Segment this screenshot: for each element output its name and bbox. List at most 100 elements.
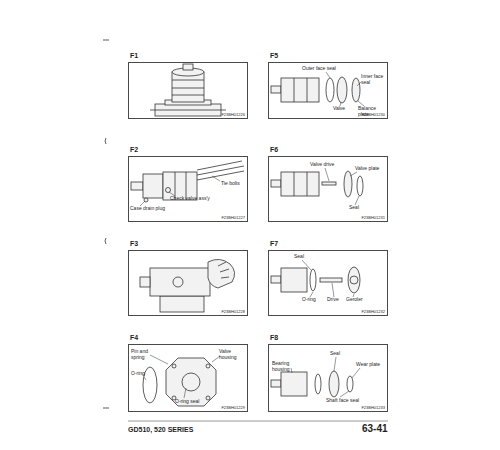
part-label: Outer face seal	[302, 66, 336, 72]
part-label: Seal	[294, 254, 304, 260]
part-label: Geroler	[346, 297, 363, 303]
motor-exploded	[281, 372, 307, 396]
leader-lines	[340, 391, 349, 397]
figure-number: F2	[130, 146, 138, 153]
margin-marks	[103, 40, 109, 41]
motor-by-hand	[218, 262, 229, 278]
motor-exploded	[329, 371, 339, 397]
motor-exploded	[271, 380, 281, 387]
leader-lines	[357, 82, 361, 86]
part-label: Inner face seal	[361, 74, 385, 85]
part-label: Tie bolts	[221, 181, 240, 187]
figure-number: F5	[270, 52, 278, 59]
leader-lines	[302, 260, 311, 270]
margin-marks	[105, 238, 106, 244]
motor-exploded	[322, 182, 336, 185]
leader-lines	[326, 72, 330, 78]
motor-exploded	[281, 172, 319, 196]
leader-lines	[144, 355, 220, 398]
figure-panel: F3F23BH01228	[128, 250, 248, 316]
motor-exploded	[271, 180, 281, 187]
part-label: Valve plate	[355, 166, 379, 172]
motor-by-hand	[173, 277, 183, 287]
motor-exploded	[271, 276, 281, 283]
figure-number: F1	[130, 52, 138, 59]
leader-lines	[334, 357, 336, 371]
valve-housing	[172, 364, 176, 368]
figure-number: F8	[270, 334, 278, 341]
figure-panel: F2F23BH01227	[128, 156, 248, 222]
part-label: O-ring	[131, 371, 145, 377]
series-footer: GD510, 520 SERIES	[128, 426, 193, 434]
motor-in-vise	[172, 95, 204, 96]
part-label: Valve	[333, 106, 345, 112]
motor-by-hand	[140, 277, 150, 287]
figure-code: F23BH01232	[361, 309, 385, 314]
leader-lines	[355, 196, 359, 205]
part-label: Valve housing	[219, 349, 245, 360]
part-label: Bearing housing	[272, 361, 302, 372]
leader-lines	[352, 368, 360, 378]
motor-tie-bolts	[131, 182, 143, 190]
motor-exploded	[294, 78, 295, 102]
figure-code: F23BH01226	[221, 112, 245, 117]
motor-exploded	[281, 78, 319, 102]
leader-lines	[150, 355, 168, 364]
part-label: Shaft face seal	[326, 398, 359, 404]
figure-code: F23BH01233	[361, 405, 385, 410]
motor-exploded	[320, 278, 342, 282]
part-label: Wear plate	[356, 362, 380, 368]
leader-lines	[291, 72, 364, 397]
figure-code: F23BH01231	[361, 215, 385, 220]
motor-exploded	[281, 268, 307, 292]
leader-lines	[291, 368, 292, 373]
part-label: Seal	[330, 351, 340, 357]
motor-by-hand	[208, 259, 235, 288]
motor-exploded	[326, 78, 334, 102]
motor-tie-bolts	[166, 188, 171, 193]
part-label: Check valve ass'y	[170, 196, 210, 202]
motor-exploded	[271, 77, 363, 397]
margin-marks	[103, 408, 109, 409]
motor-in-vise	[183, 64, 193, 70]
margin-marks	[105, 138, 106, 144]
motor-tie-bolts	[197, 166, 244, 175]
motor-by-hand	[160, 296, 204, 312]
figure-code: F23BH01227	[221, 215, 245, 220]
motor-exploded	[307, 172, 308, 196]
valve-housing	[206, 396, 210, 400]
motor-in-vise	[172, 80, 204, 81]
part-label: Case drain plug	[130, 206, 165, 212]
motor-tie-bolts	[143, 174, 163, 198]
part-label: Seal	[349, 205, 359, 211]
valve-housing	[143, 358, 216, 406]
margin-marks	[103, 40, 388, 421]
motor-exploded	[344, 171, 352, 197]
motor-exploded	[348, 267, 360, 293]
valve-housing	[206, 364, 210, 368]
motor-in-vise	[172, 88, 204, 89]
leader-lines	[212, 176, 220, 181]
margin-marks	[128, 421, 388, 422]
page-number: 63-41	[362, 423, 388, 434]
figure-panel: F7F23BH01232	[268, 250, 388, 316]
figure-number: F3	[130, 240, 138, 247]
motor-in-vise	[172, 72, 204, 102]
motor-exploded	[294, 172, 295, 196]
motor-exploded	[350, 276, 358, 284]
valve-housing	[143, 367, 157, 403]
valve-housing	[166, 358, 216, 406]
leader-lines	[212, 356, 220, 362]
valve-housing	[182, 373, 200, 391]
motor-tie-bolts	[131, 161, 244, 202]
leader-lines	[144, 377, 146, 380]
motor-in-vise	[150, 110, 226, 111]
motor-by-hand	[140, 259, 235, 312]
figure-number: F6	[270, 146, 278, 153]
figure-number: F7	[270, 240, 278, 247]
figure-number: F4	[130, 334, 138, 341]
leader-lines	[350, 172, 357, 176]
leader-lines	[325, 168, 329, 181]
figure-code: F23BH01229	[221, 405, 245, 410]
